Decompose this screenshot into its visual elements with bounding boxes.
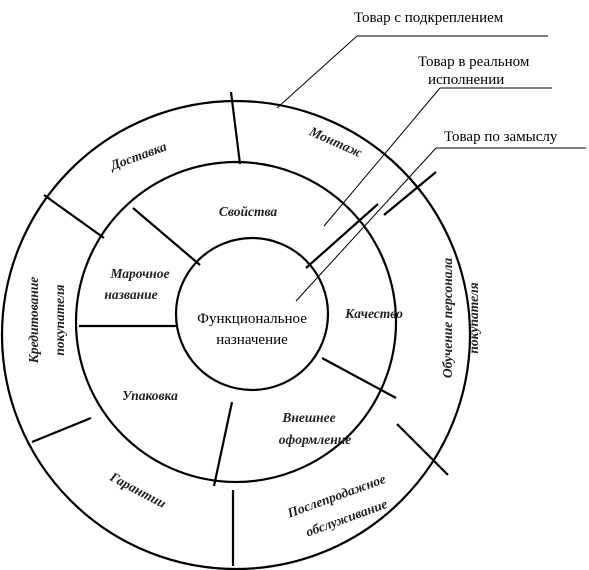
core-label-line1: Функциональное <box>197 311 307 327</box>
core-circle <box>174 236 330 392</box>
segment-credit-line1: Кредитование <box>26 277 41 365</box>
core-label-line2: назначение <box>216 332 288 348</box>
middle-ring-dividers <box>79 203 397 487</box>
outer-ring-dividers <box>31 91 449 566</box>
segment-brand-line2: название <box>104 287 157 302</box>
segment-packaging: Упаковка <box>122 388 178 403</box>
callout-actual-product-line1: Товар в реальном <box>418 54 530 70</box>
segment-quality: Качество <box>344 306 403 321</box>
segment-training-line1: Обучение персонала <box>440 258 455 379</box>
callout-augmented-product: Товар с подкреплением <box>354 10 504 26</box>
segment-properties: Свойства <box>219 204 278 219</box>
outer-ring <box>0 99 472 570</box>
segment-installation: Монтаж <box>306 123 364 160</box>
segment-design-line2: оформление <box>279 432 351 447</box>
callout-actual-product-line2: исполнении <box>428 72 504 88</box>
segment-training-line2: покупателя <box>466 282 481 353</box>
segment-brand-line1: Марочное <box>109 266 169 281</box>
segment-delivery: Доставка <box>107 139 169 174</box>
segment-design-line1: Внешнее <box>281 410 335 425</box>
callout-leaders <box>276 35 586 302</box>
segment-credit-line2: покупателя <box>52 284 67 355</box>
callout-product-concept: Товар по замыслу <box>444 129 558 145</box>
middle-ring <box>74 160 398 484</box>
segment-warranty: Гарантии <box>107 469 169 512</box>
